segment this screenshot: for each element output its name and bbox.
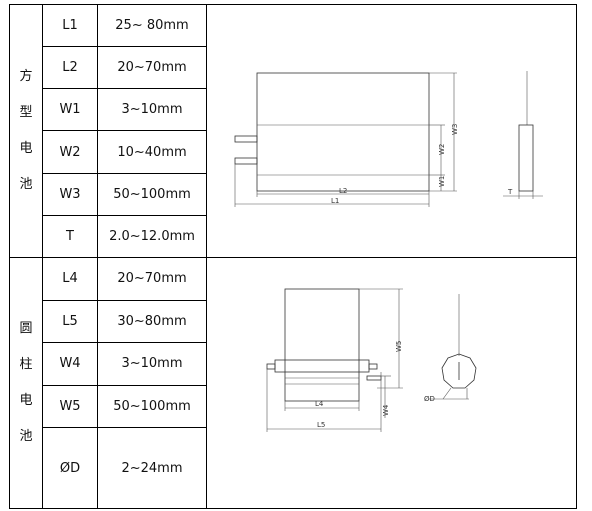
param-cell: T xyxy=(42,214,98,259)
prismatic-tab-top xyxy=(234,135,258,143)
l5-dimension-label: L5 xyxy=(317,421,325,429)
l1-dimension-label: L1 xyxy=(331,197,339,205)
range-cell: 3~10mm xyxy=(97,88,207,132)
param-cell: L2 xyxy=(42,46,98,90)
range-cell: 30~80mm xyxy=(97,299,207,343)
param-cell: W3 xyxy=(42,172,98,216)
param-cell: W1 xyxy=(42,88,98,132)
w5-dimension-label: W5 xyxy=(395,341,403,352)
prismatic-battery-drawing: L2 L1 W2 W1 W3 T xyxy=(234,71,543,207)
w1-dimension-label: W1 xyxy=(438,176,446,187)
l4-dimension-label: L4 xyxy=(315,400,324,408)
range-cell: 20~70mm xyxy=(97,257,207,301)
range-cell: 50~100mm xyxy=(97,384,207,428)
prismatic-body xyxy=(256,72,430,192)
param-cell: L5 xyxy=(42,299,98,343)
w4-dimension-label: W4 xyxy=(382,404,390,416)
param-cell: L4 xyxy=(42,257,98,301)
cylindrical-body xyxy=(284,288,360,402)
w3-dimension-label: W3 xyxy=(451,124,459,135)
param-cell: W5 xyxy=(42,384,98,428)
prismatic-drawing-cell: L2 L1 W2 W1 W3 T xyxy=(206,4,577,258)
cylindrical-drawing-cell: L4 L5 W5 W4 xyxy=(206,257,577,509)
range-cell: 10~40mm xyxy=(97,130,207,174)
battery-spec-table: 方 型 电 池 L1 25~ 80mm xyxy=(9,3,577,509)
param-cell: W2 xyxy=(42,130,98,174)
w2-dimension-label: W2 xyxy=(438,144,446,155)
range-cell: 50~100mm xyxy=(97,172,207,216)
prismatic-side-view xyxy=(518,124,534,192)
t-dimension-label: T xyxy=(507,188,513,196)
param-cell: ØD xyxy=(42,427,98,509)
l2-dimension-label: L2 xyxy=(339,187,347,195)
cylindrical-group-label: 圆 柱 电 池 xyxy=(19,321,33,444)
cylindrical-cross-section xyxy=(441,353,477,389)
d-dimension-label: ØD xyxy=(424,395,435,403)
prismatic-tab-bottom xyxy=(234,157,258,165)
param-cell: L1 xyxy=(42,3,98,48)
prismatic-group-label: 方 型 电 池 xyxy=(19,69,33,192)
cylindrical-group-cell: 圆 柱 电 池 xyxy=(9,257,43,509)
range-cell: 3~10mm xyxy=(97,342,207,386)
prismatic-group-cell: 方 型 电 池 xyxy=(9,4,43,258)
range-cell: 2~24mm xyxy=(97,427,207,509)
cylindrical-battery-drawing: L4 L5 W5 W4 xyxy=(266,288,477,432)
param-cell: W4 xyxy=(42,342,98,386)
range-cell: 2.0~12.0mm xyxy=(97,214,207,259)
range-cell: 20~70mm xyxy=(97,46,207,90)
cylindrical-collar xyxy=(274,359,370,373)
range-cell: 25~ 80mm xyxy=(97,3,207,48)
